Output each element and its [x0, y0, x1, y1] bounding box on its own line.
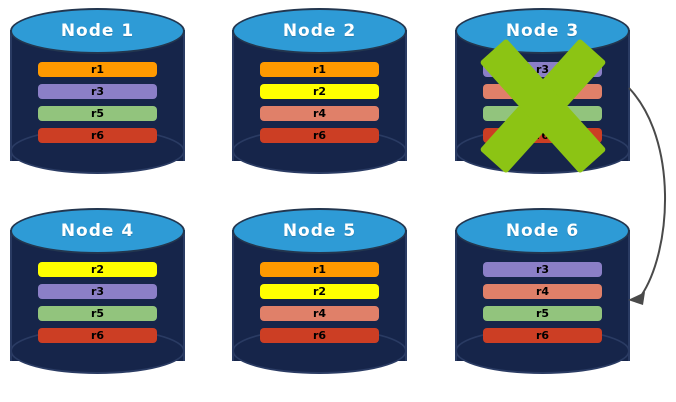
node-title: Node 3 — [505, 21, 580, 41]
data-block-label: r5 — [535, 307, 550, 320]
node-blocks: r2 r3 r5 r6 — [10, 258, 185, 358]
data-block-label: r3 — [90, 285, 105, 298]
data-block[interactable]: r1 — [260, 262, 379, 277]
data-block[interactable]: r4 — [260, 106, 379, 121]
data-block-label: r1 — [312, 63, 327, 76]
node-cylinder[interactable]: Node 6 r3 r4 r5 r6 — [455, 208, 630, 383]
node-cylinder[interactable]: Node 3 r3 r4 r5 r6 — [455, 8, 630, 183]
data-block[interactable]: r6 — [38, 128, 157, 143]
data-block[interactable]: r3 — [38, 284, 157, 299]
data-block-label: r6 — [535, 129, 550, 142]
data-block[interactable]: r6 — [483, 128, 602, 143]
data-block[interactable]: r6 — [38, 328, 157, 343]
data-block[interactable]: r5 — [38, 306, 157, 321]
data-block-label: r2 — [312, 285, 327, 298]
node-title: Node 6 — [505, 221, 580, 241]
data-block-label: r5 — [90, 307, 105, 320]
cylinder-top — [455, 208, 630, 254]
node-cylinder[interactable]: Node 4 r2 r3 r5 r6 — [10, 208, 185, 383]
data-block-label: r6 — [312, 129, 327, 142]
data-block-label: r1 — [312, 263, 327, 276]
data-block-label: r6 — [312, 329, 327, 342]
data-block-label: r5 — [90, 107, 105, 120]
data-block-label: r4 — [312, 307, 327, 320]
node-title: Node 1 — [60, 21, 135, 41]
node-cylinder[interactable]: Node 1 r1 r3 r5 r6 — [10, 8, 185, 183]
data-block-label: r4 — [312, 107, 327, 120]
data-block-label: r2 — [90, 263, 105, 276]
data-block-label: r3 — [535, 63, 550, 76]
node-title: Node 2 — [282, 21, 357, 41]
recovery-arrow-curve — [628, 87, 666, 297]
data-block-label: r3 — [535, 263, 550, 276]
data-block[interactable]: r2 — [260, 284, 379, 299]
data-block[interactable]: r5 — [483, 306, 602, 321]
data-block[interactable]: r3 — [38, 84, 157, 99]
data-block-label: r3 — [90, 85, 105, 98]
data-block-label: r4 — [535, 85, 550, 98]
data-block[interactable]: r3 — [483, 62, 602, 77]
data-block[interactable]: r5 — [483, 106, 602, 121]
data-block-label: r6 — [90, 129, 105, 142]
data-block[interactable]: r2 — [38, 262, 157, 277]
data-block-label: r6 — [535, 329, 550, 342]
node-title: Node 4 — [60, 221, 135, 241]
node-blocks: r1 r3 r5 r6 — [10, 58, 185, 158]
node-cylinder[interactable]: Node 5 r1 r2 r4 r6 — [232, 208, 407, 383]
data-block[interactable]: r4 — [260, 306, 379, 321]
node-title: Node 5 — [282, 221, 357, 241]
data-block-label: r5 — [535, 107, 550, 120]
data-block[interactable]: r1 — [260, 62, 379, 77]
node-blocks: r3 r4 r5 r6 — [455, 58, 630, 158]
node-blocks: r3 r4 r5 r6 — [455, 258, 630, 358]
recovery-arrow-head — [628, 292, 645, 305]
node-blocks: r1 r2 r4 r6 — [232, 258, 407, 358]
data-block[interactable]: r4 — [483, 284, 602, 299]
data-block[interactable]: r2 — [260, 84, 379, 99]
data-block[interactable]: r6 — [260, 328, 379, 343]
data-block[interactable]: r6 — [260, 128, 379, 143]
cylinder-top — [232, 208, 407, 254]
data-block[interactable]: r3 — [483, 262, 602, 277]
data-block[interactable]: r1 — [38, 62, 157, 77]
node-blocks: r1 r2 r4 r6 — [232, 58, 407, 158]
cylinder-top — [10, 208, 185, 254]
data-block-label: r4 — [535, 285, 550, 298]
data-block-label: r1 — [90, 63, 105, 76]
data-block[interactable]: r5 — [38, 106, 157, 121]
data-block[interactable]: r6 — [483, 328, 602, 343]
data-block-label: r6 — [90, 329, 105, 342]
data-block-label: r2 — [312, 85, 327, 98]
cylinder-top — [232, 8, 407, 54]
node-cylinder[interactable]: Node 2 r1 r2 r4 r6 — [232, 8, 407, 183]
cylinder-top — [10, 8, 185, 54]
data-block[interactable]: r4 — [483, 84, 602, 99]
